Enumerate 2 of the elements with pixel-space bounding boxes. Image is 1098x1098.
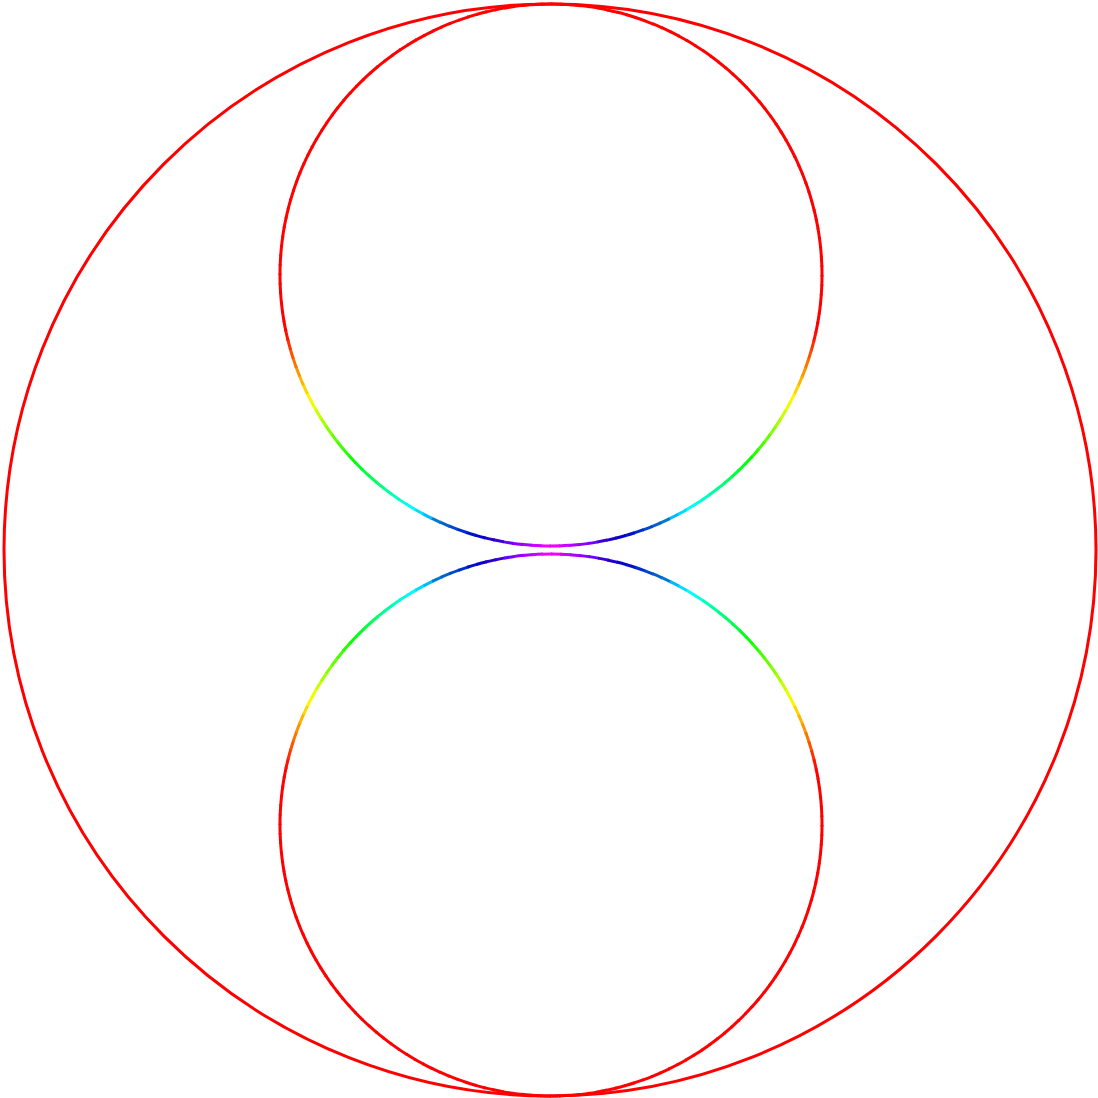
circle-outline	[275, 0, 825, 550]
circle-outline	[275, 550, 825, 1098]
